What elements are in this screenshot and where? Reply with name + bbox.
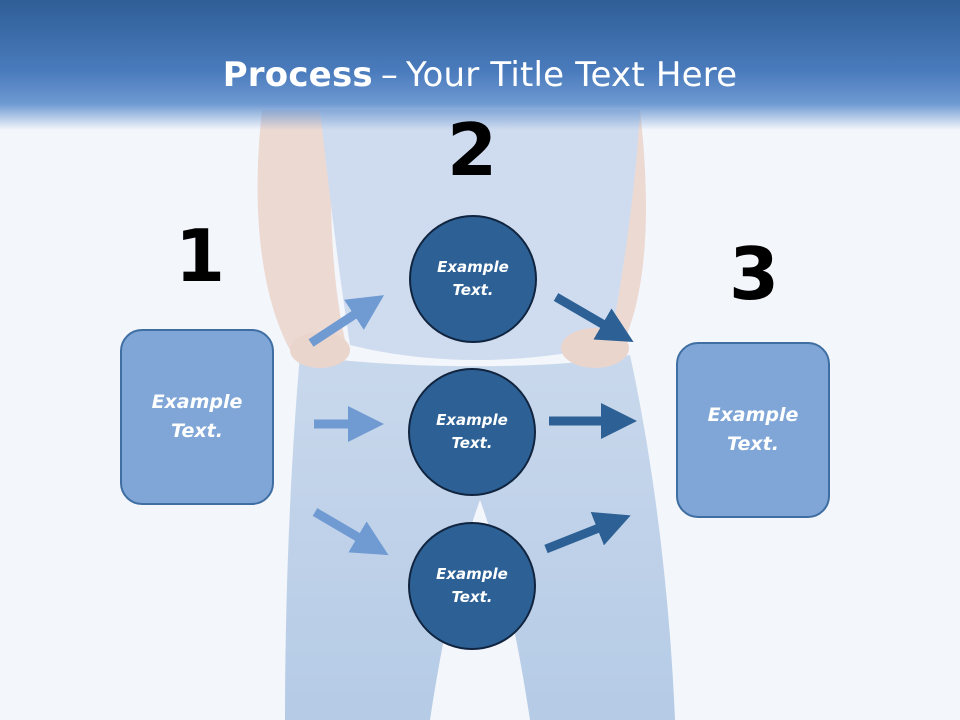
circle-middle-text-line-2: Text. (451, 434, 493, 452)
step-2-circle-top: Example Text. (409, 215, 537, 343)
circle-bottom-text-line-1: Example (436, 565, 508, 583)
step-1-box: Example Text. (120, 329, 274, 505)
slide-title: Process–Your Title Text Here (0, 52, 960, 98)
circle-top-text-line-2: Text. (452, 281, 494, 299)
title-rest: Your Title Text Here (406, 55, 738, 95)
step-3-box: Example Text. (676, 342, 830, 518)
circle-bottom-text-line-2: Text. (451, 588, 493, 606)
step-number-3: 3 (728, 232, 780, 316)
step-3-text-line-2: Text. (727, 433, 779, 455)
step-2-circle-bottom: Example Text. (408, 522, 536, 650)
arrow-box1-to-circle-bottom (312, 508, 389, 556)
step-1-text-line-2: Text. (171, 420, 223, 442)
arrow-circle-bottom-to-box3 (544, 511, 631, 554)
step-number-1: 1 (174, 214, 226, 298)
arrow-box1-to-circle-top (308, 295, 385, 347)
step-2-circle-middle: Example Text. (408, 368, 536, 496)
step-number-2: 2 (446, 108, 498, 192)
step-3-text-line-1: Example (707, 404, 799, 426)
circle-middle-text-line-1: Example (436, 411, 508, 429)
step-1-text-line-1: Example (151, 391, 243, 413)
arrow-circle-top-to-box3 (553, 293, 634, 343)
title-bar (0, 0, 960, 130)
circle-top-text-line-1: Example (437, 258, 509, 276)
title-dash: – (380, 55, 399, 95)
title-bold: Process (222, 55, 373, 95)
